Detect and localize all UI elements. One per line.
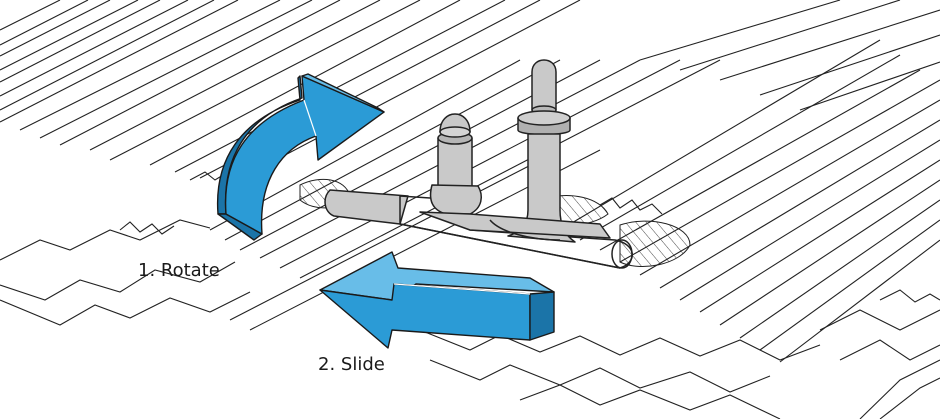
rotate-arrow-icon [216,73,385,241]
pin-bar-part [324,59,633,269]
rotate-step-label: 1. Rotate [138,260,220,281]
slide-arrow-icon [319,251,555,349]
slide-step-label: 2. Slide [318,354,385,375]
